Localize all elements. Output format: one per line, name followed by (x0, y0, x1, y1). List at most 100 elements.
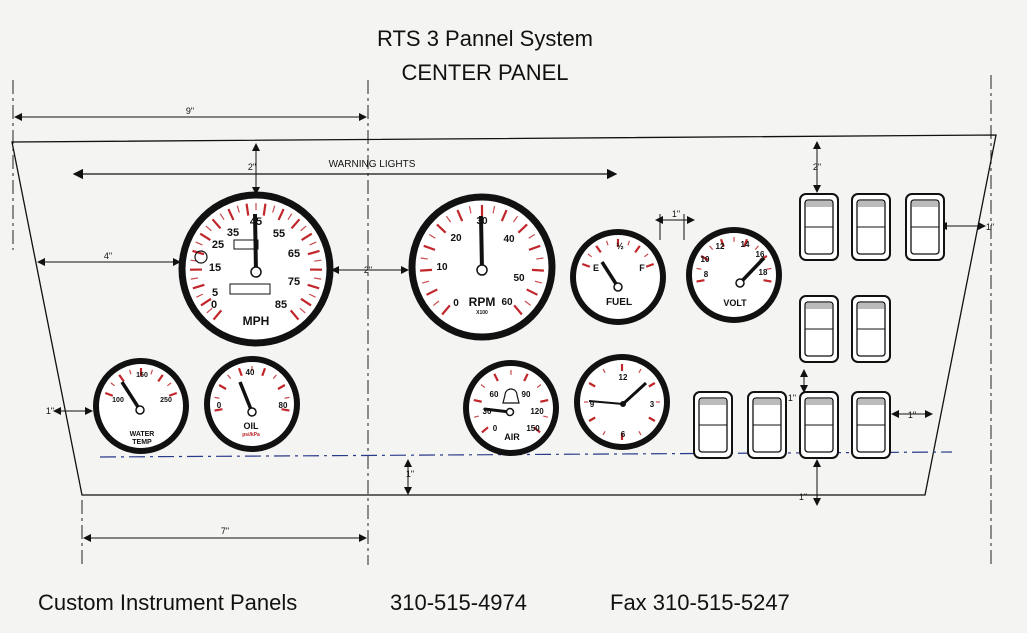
clock-gauge: 12 3 6 9 (574, 354, 670, 450)
gauge-tick-mark (104, 391, 114, 397)
svg-text:85: 85 (275, 299, 287, 311)
gauge-tick-mark (214, 408, 223, 412)
gauge-tick-mark (493, 373, 499, 382)
gauge-tick-mark (168, 391, 178, 397)
rpm-gauge: 0 10 20 30 40 50 60 RPM X100 (408, 193, 556, 341)
gauge-tick-mark (227, 374, 232, 379)
gauge-tick-mark (766, 267, 772, 270)
gauge-tick-mark (309, 241, 317, 246)
svg-text:5: 5 (212, 287, 218, 299)
gauge-tick-mark (536, 384, 542, 389)
gauge-tick-mark (290, 218, 301, 230)
dim-label-switch-right: 1" (986, 222, 994, 232)
svg-text:½: ½ (616, 241, 624, 251)
air-unit-label: AIR (504, 432, 520, 442)
gauge-tick-mark (719, 238, 725, 248)
rocker-switch (851, 295, 891, 363)
water-temp-gauge: 100 150 250 WATER TEMP (93, 358, 189, 454)
gauge-tick-mark (634, 245, 641, 254)
dim-label-7in: 7" (221, 526, 229, 536)
volt-gauge: 8 10 12 14 16 18 VOLT (686, 227, 782, 323)
rocker-switch (799, 391, 839, 459)
dim-label-left-edge: 1" (46, 406, 54, 416)
svg-text:60: 60 (490, 390, 499, 399)
rocker-switch (851, 193, 891, 261)
gauge-tick-mark (513, 304, 523, 316)
gauge-tick-mark (517, 223, 528, 234)
volt-unit-label: VOLT (723, 298, 747, 308)
oil-unit-label: OIL (244, 421, 260, 431)
gauge-tick-mark (512, 215, 519, 223)
svg-text:55: 55 (273, 228, 285, 240)
air-pressure-gauge: 0 30 60 90 120 150 AIR (463, 360, 559, 456)
panel-subtitle: CENTER PANEL (401, 60, 569, 85)
dim-label-switch-right2: 1" (908, 410, 916, 420)
gauge-tick-mark (237, 367, 243, 377)
gauge-tick-mark (480, 384, 486, 389)
gauge-tick-mark (227, 208, 235, 221)
gauge-tick-mark (436, 223, 447, 234)
gauge-tick-mark (277, 384, 286, 390)
dim-label-bottom-gap: 1" (406, 469, 414, 479)
gauge-tick-mark (420, 268, 433, 272)
rocker-switch (799, 193, 839, 261)
water-needle (120, 381, 142, 411)
gauge-tick-mark (129, 369, 132, 375)
svg-text:75: 75 (288, 276, 300, 288)
mph-gauge: 0 5 15 25 35 45 55 65 75 85 MPH (178, 191, 334, 347)
gauge-tick-mark (211, 218, 222, 230)
gauge-tick-mark (523, 373, 529, 382)
svg-text:0: 0 (453, 298, 459, 309)
gauge-tick-mark (473, 399, 482, 403)
gauge-tick-mark (534, 280, 543, 284)
gauge-tick-mark (261, 367, 267, 377)
gauge-tick-mark (638, 430, 642, 436)
rocker-switch (693, 391, 733, 459)
oil-pressure-gauge: 0 40 80 OIL psi/kPa (204, 356, 300, 452)
dim-label-top-margin: 2" (248, 162, 256, 172)
mph-needle (253, 213, 258, 273)
svg-text:0: 0 (217, 401, 222, 410)
svg-text:120: 120 (530, 407, 544, 416)
gauge-tick-mark (287, 213, 293, 220)
gauge-tick-mark (531, 268, 544, 272)
rocker-switch (799, 295, 839, 363)
svg-text:80: 80 (279, 401, 288, 410)
gauge-tick-mark (606, 240, 609, 246)
svg-text:16: 16 (756, 250, 765, 259)
gauge-tick-mark (763, 279, 772, 283)
gauge-tick-mark (638, 368, 642, 374)
dim-label-switch-bottom: 1" (799, 492, 807, 502)
gauge-tick-mark (709, 245, 714, 250)
svg-text:25: 25 (212, 239, 224, 251)
svg-text:150: 150 (526, 424, 540, 433)
gauge-tick-mark (432, 300, 440, 306)
oil-needle (238, 381, 254, 413)
gauge-tick-mark (500, 209, 508, 222)
gauge-tick-mark (284, 396, 290, 399)
panel-title: RTS 3 Pannel System (376, 26, 594, 51)
gauge-tick-mark (206, 307, 213, 314)
gauge-tick-mark (192, 283, 205, 290)
svg-text:8: 8 (704, 270, 709, 279)
svg-text:40: 40 (246, 368, 255, 377)
gauge-tick-mark (526, 288, 538, 296)
dim-label-switch-top: 2" (813, 162, 821, 172)
air-needle (483, 407, 511, 414)
gauge-tick-mark (528, 244, 541, 251)
gauge-tick-mark (754, 245, 759, 250)
gauge-tick-mark (481, 426, 489, 434)
svg-text:65: 65 (288, 248, 300, 260)
gauge-tick-mark (473, 415, 479, 418)
svg-text:18: 18 (759, 268, 768, 277)
gauge-tick-mark (581, 262, 591, 268)
gauge-tick-mark (314, 277, 322, 280)
gauge-tick-mark (421, 280, 430, 284)
svg-text:0: 0 (493, 424, 498, 433)
svg-text:10: 10 (436, 262, 448, 273)
rocker-switch-group (693, 193, 945, 459)
gauge-tick-mark (428, 233, 436, 239)
svg-text:250: 250 (160, 397, 172, 404)
gauge-tick-mark (743, 238, 749, 248)
